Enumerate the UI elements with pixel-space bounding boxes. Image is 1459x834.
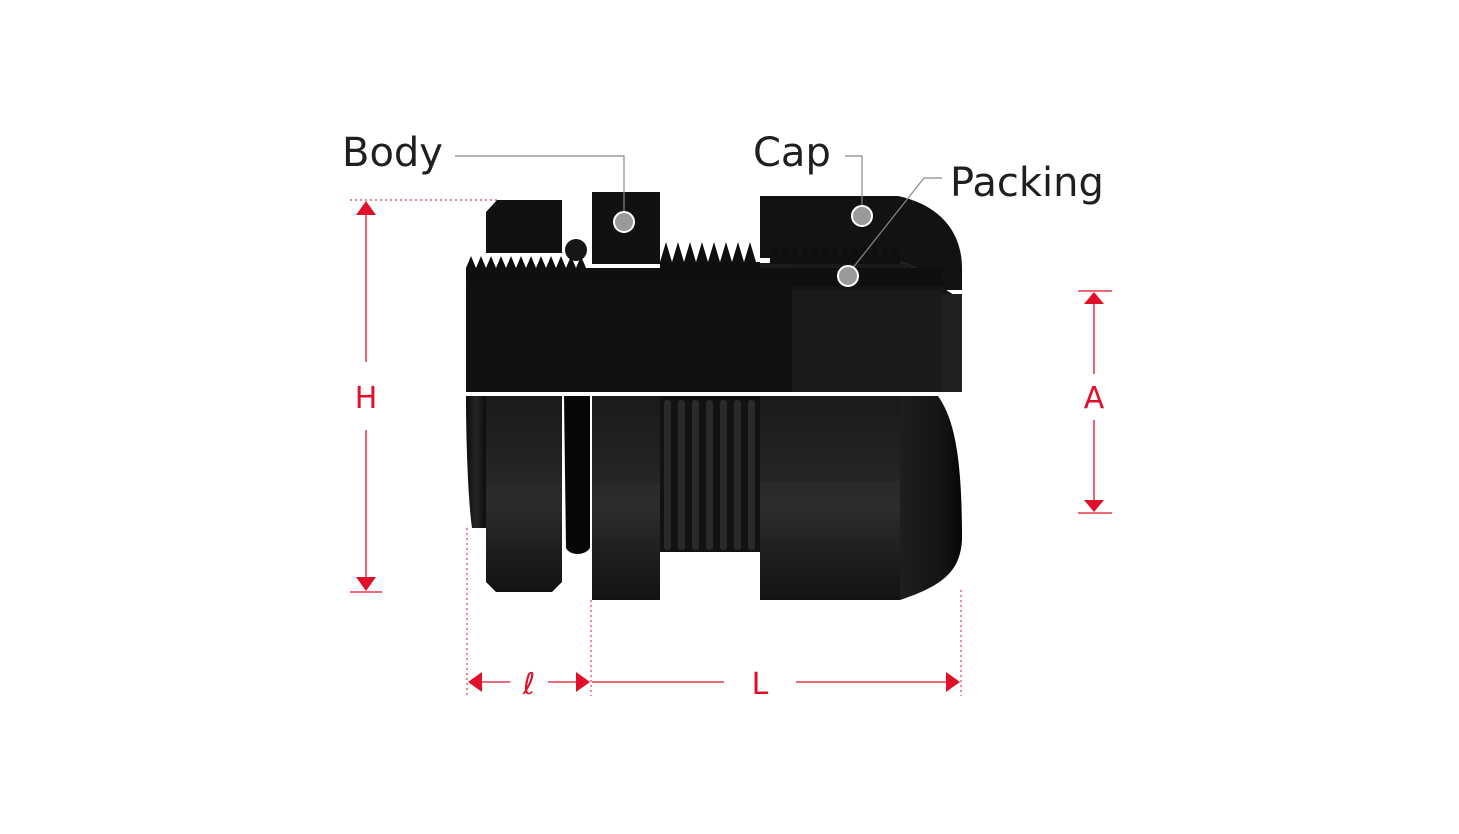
exterior-view <box>466 396 962 600</box>
locknut-section <box>486 200 562 253</box>
packing-leader <box>847 177 942 275</box>
dimensions: H A ℓ L <box>350 199 1112 702</box>
body-hex-highlight <box>592 484 660 510</box>
body-dot <box>613 211 635 233</box>
o-ring-groove <box>564 396 590 554</box>
l-big-label: L <box>752 667 769 702</box>
cap-section <box>760 196 962 290</box>
cap-hex-highlight <box>760 482 900 512</box>
cap-dot <box>851 205 873 227</box>
cap-dome <box>900 396 962 600</box>
l-small-label: ℓ <box>522 667 535 702</box>
body-leader <box>455 155 625 222</box>
callouts: Body Cap Packing <box>342 130 1104 287</box>
packing-label: Packing <box>950 160 1104 206</box>
cable-gland <box>466 192 962 600</box>
locknut-highlight <box>486 484 562 510</box>
packing-lip <box>942 294 962 392</box>
packing-dot <box>837 265 859 287</box>
cap-thread-teeth <box>770 244 900 264</box>
h-arrow-top <box>356 201 376 215</box>
a-label: A <box>1084 381 1105 416</box>
thread-ridge <box>678 400 685 550</box>
l-small-arrow-left <box>468 672 482 692</box>
section-view <box>466 192 962 392</box>
h-arrow-bottom <box>356 577 376 591</box>
body-label: Body <box>342 130 443 176</box>
thread-ridge <box>692 400 699 550</box>
a-arrow-bottom <box>1084 500 1104 512</box>
l-small-arrow-right <box>576 672 590 692</box>
thread-ridge <box>734 400 741 550</box>
thread-ridge <box>720 400 727 550</box>
h-label: H <box>355 381 378 416</box>
o-ring <box>565 239 587 261</box>
thread-ridge <box>748 400 755 550</box>
cap-label: Cap <box>753 130 831 176</box>
body-bore <box>466 286 792 392</box>
entry-thread <box>466 396 486 528</box>
middle-thread-teeth <box>660 242 760 268</box>
body-tube-section <box>466 268 942 288</box>
packing-bore <box>792 290 942 392</box>
thread-ridge <box>664 400 671 550</box>
cap-leader <box>845 155 863 216</box>
a-arrow-top <box>1084 292 1104 304</box>
thread-ridge <box>706 400 713 550</box>
l-big-arrow-right <box>946 672 960 692</box>
middle-thread <box>660 396 760 552</box>
cap-inner-ridge <box>756 263 794 271</box>
